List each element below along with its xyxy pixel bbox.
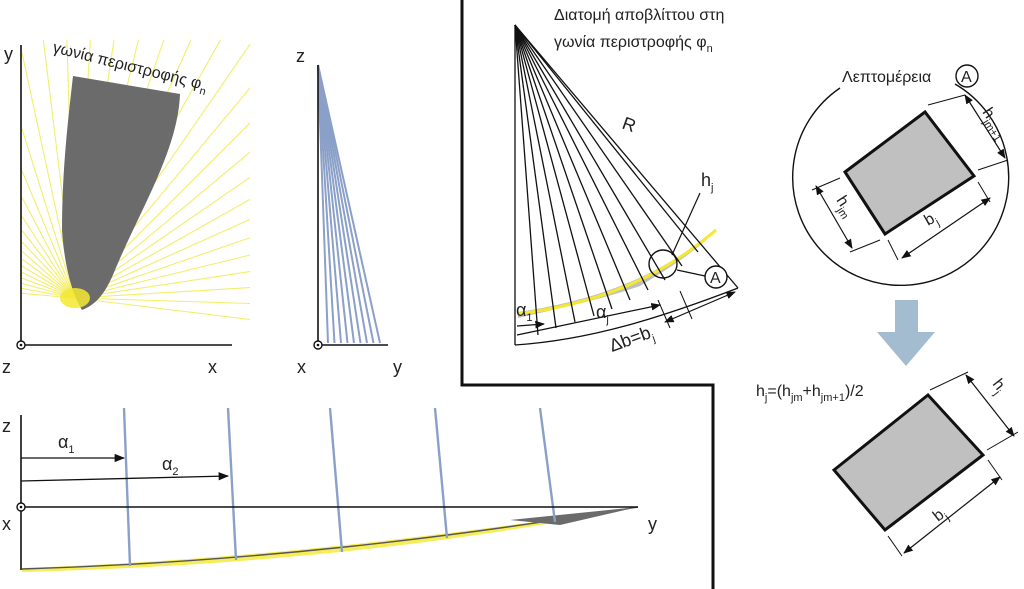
panel-result: hj=(hjm+hjm+1)/2 hj bj [756,371,1019,557]
detail-marker-circle [704,265,728,289]
blue-section-lines [122,407,557,567]
y-axis-label: y [648,514,657,534]
z-axis-label: z [296,46,305,66]
yellow-ray [21,241,76,299]
detail-big-circle [792,83,1010,287]
blue-blade-lines [317,64,381,344]
x-axis-label: x [297,357,306,377]
fan-line [514,24,699,253]
z-axis-label: z [2,416,11,436]
blade-profile-yellow [22,507,638,572]
blue-blade-line [317,64,375,344]
z-axis-label: z [2,357,11,377]
detail-h-top: hjm+1 [975,105,1011,144]
alpha2-arrow [20,472,230,482]
fan-line [514,24,666,281]
fan-line [514,24,613,310]
yellow-ray [21,197,76,299]
delta-b-label: Δb=bj [607,322,658,360]
yellow-ray [74,297,251,321]
blue-blade-line [317,64,362,344]
blue-blade-line [317,64,381,344]
panel-section: Διατομή αποβλίττου στη γωνία περιστροφής… [514,7,739,360]
section-title-line1: Διατομή αποβλίττου στη [554,7,724,24]
fan-line [514,24,683,267]
section-title-line2: γωνία περιστροφής φn [554,34,713,55]
radius-label: R [620,113,639,136]
yellow-ray [74,287,251,299]
blade-gray-shape [62,76,180,310]
result-formula: hj=(hjm+hjm+1)/2 [756,383,864,404]
y-axis-label: y [393,357,402,377]
blue-blade-line [317,64,368,344]
detail-title-marker [955,64,979,88]
panel-bottom: z x y α1 α2 [2,407,657,572]
detail-b: bj [922,209,942,233]
alphaj-label: αj [596,302,609,326]
yellow-ray [21,170,76,299]
blue-blade-line [317,64,342,344]
blue-section-line [328,407,344,553]
fan-line [514,24,595,317]
yellow-ray [21,128,76,299]
yellow-core [60,288,90,308]
detail-circle-small [648,249,678,279]
fan-line [514,24,631,301]
blue-blade-line [317,64,336,344]
yellow-ray [74,270,251,299]
yellow-ray [74,297,251,305]
blue-section-line [538,407,557,523]
section-yellow-edge [517,228,717,316]
detail-marker-letter: A [710,270,721,287]
blue-section-line [433,407,449,539]
fan-line [514,24,739,289]
y-axis-label: y [4,44,13,64]
alpha1-label: α1 [516,300,533,324]
x-axis-label: x [208,357,217,377]
yellow-ray [21,216,76,299]
blue-blade-line [317,64,329,344]
section-gray-fill [518,230,716,318]
blue-section-line [226,407,238,561]
blue-section-line [122,407,132,567]
alpha1-label: α1 [58,432,75,456]
fan-line [514,24,576,323]
result-h: hj [986,376,1010,398]
panel-detail: Λεπτομέρεια A hjm+1 hjm bj [792,64,1011,287]
panel-top-left: y x z γωνία περιστροφής φn [2,39,251,377]
blue-blade-line [317,64,355,344]
detail-title-marker-letter: A [961,69,972,86]
down-arrow-icon [877,300,935,366]
panel-top-middle: z x y [296,46,402,377]
result-b: bj [930,505,952,529]
x-axis-label: x [2,514,11,534]
yellow-ray [21,230,76,299]
fan-lines [514,24,739,345]
alpha2-label: α2 [162,454,179,478]
panel-divider [460,0,715,589]
fan-line [514,24,557,329]
fan-line [514,24,539,336]
blade-tip-gray [510,507,638,525]
detail-rect [842,109,977,237]
blue-blade-line [317,64,349,344]
result-rect [831,392,986,533]
blade-profile-curve [21,506,639,570]
fan-line [514,24,649,291]
hj-label: hj [701,170,713,194]
detail-title: Λεπτομέρεια [842,69,931,86]
